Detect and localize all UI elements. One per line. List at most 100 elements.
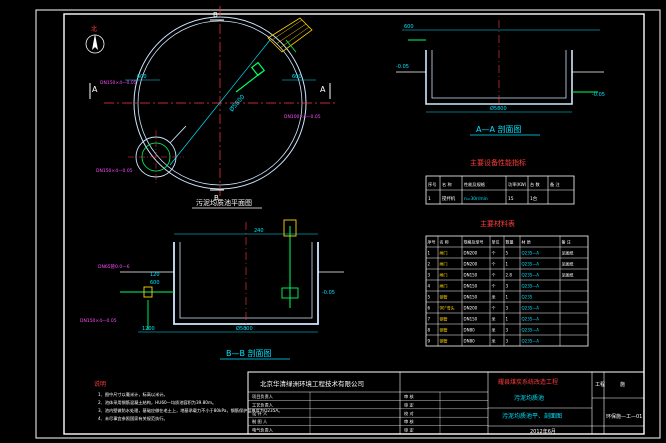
materials-row-cell: 1 <box>506 262 509 267</box>
materials-row-cell: Q235 <box>522 295 533 300</box>
signature-role-left: 工艺负责人 <box>252 401 274 408</box>
equipment-header-cell: 序号 <box>428 181 436 188</box>
section-a-left-label: A <box>92 85 98 94</box>
materials-row-cell: Q235—A <box>522 251 540 256</box>
equipment-header-cell: 名 称 <box>442 181 452 188</box>
signature-role-left: 制 图 人 <box>252 418 268 425</box>
materials-row-cell: 个 <box>492 273 496 278</box>
materials-row-cell: DN80 <box>464 328 476 333</box>
plan-pipe2-label: DN100×4—0.05 <box>284 114 321 120</box>
materials-row-cell: 3 <box>506 339 509 344</box>
materials-row-cell: 见图纸 <box>562 250 574 256</box>
equipment-header-cell: 性能及规格 <box>464 181 486 188</box>
stage-label: 工程 <box>595 381 605 388</box>
equipment-header-cell: 台 数 <box>530 181 541 188</box>
materials-row-cell: 5 <box>428 295 431 300</box>
title-block: 项目负责人审 核工艺负责人审 定设 计 人校 对制 图 人审 核电气负责人审 定… <box>247 371 645 435</box>
plan-dim-top-text: 600 <box>137 74 147 80</box>
materials-row-cell: 钢管 <box>440 294 448 300</box>
notes-block: 说明 1、图中尺寸以毫米计，标高以米计。 2、池体采用钢筋混凝土结构，HU60—… <box>94 380 282 422</box>
project-line-2: 污泥均质池 <box>514 394 544 402</box>
equipment-table-title: 主要设备性能指标 <box>470 158 526 167</box>
company-name: 北京华清绿洲环境工程技术有限公司 <box>260 379 364 388</box>
aa-top-dim-text: 600 <box>404 24 414 30</box>
materials-row-cell: 见图纸 <box>562 272 574 278</box>
materials-row-cell: 米 <box>492 327 496 333</box>
equipment-row-cell: 1 <box>428 196 431 202</box>
north-label: 北 <box>91 25 97 33</box>
notes-title: 说明 <box>94 380 106 388</box>
equipment-row-cell: n=30r/min <box>464 196 488 202</box>
materials-header-cell: 名 称 <box>440 239 449 245</box>
signature-role-right: 审 定 <box>404 401 414 408</box>
materials-table-title: 主要材料表 <box>480 219 515 228</box>
signature-role-left: 设 计 人 <box>252 410 268 417</box>
materials-row-cell: 90°弯头 <box>440 305 455 311</box>
materials-row-cell: 1 <box>506 317 509 322</box>
materials-header-cell: 规格及型号 <box>464 239 484 245</box>
aa-width-text: Ø5800 <box>490 105 507 112</box>
materials-row-cell: 6 <box>428 306 431 311</box>
section-b-bottom-label: B <box>214 194 219 202</box>
materials-header-cell: 数量 <box>506 239 514 245</box>
materials-row-cell: 1 <box>428 251 431 256</box>
materials-row-cell: 闸门 <box>440 261 448 267</box>
bb-dim-120: 120 <box>150 272 160 278</box>
materials-row-cell: DN150 <box>464 273 478 278</box>
plan-diameter-line <box>169 39 271 166</box>
materials-row-cell: DN200 <box>464 251 478 256</box>
note-line-3: 3、池内壁做防水处理，基础应做在老土上，地基承载力不小于80kPa，钢筋保护层厚… <box>98 407 282 414</box>
north-arrow-icon <box>85 34 105 54</box>
section-b-top-label: B <box>213 11 218 19</box>
materials-header-cell: 备 注 <box>562 239 571 245</box>
section-bb-view: 240 Ø5800 1200 120 600 DN65管0.0—6 DN150×… <box>80 219 344 360</box>
materials-row-cell: 3 <box>506 306 509 311</box>
materials-row-cell: 见图纸 <box>562 261 574 267</box>
materials-row-cell: 闸门 <box>440 272 448 278</box>
section-aa-view: 600 Ø5800 -0.05 -0.05 A—A 剖面图 <box>396 20 605 136</box>
materials-row-cell: 个 <box>492 284 496 289</box>
drawing-date: 2012年6月 <box>530 428 556 435</box>
materials-row-cell: 米 <box>492 338 496 344</box>
materials-row-cell: 钢管 <box>440 327 448 333</box>
materials-row-cell: Q235—A <box>522 328 540 333</box>
signature-role-right: 审 定 <box>404 427 414 434</box>
materials-row-cell: 2.8 <box>506 273 513 278</box>
aa-left-level: -0.05 <box>396 64 409 70</box>
project-line-1: 耀县煤炭系统改造工程 <box>498 378 558 386</box>
bb-mixer-blade <box>281 287 299 299</box>
materials-row-cell: 5 <box>506 251 509 256</box>
note-line-4: 4、未尽事宜参照国家有关规范执行。 <box>98 415 168 422</box>
equipment-header-cell: 功率(KW) <box>508 181 527 188</box>
materials-row-cell: Q235—A <box>522 339 540 344</box>
materials-header-cell: 材 质 <box>522 239 531 245</box>
plan-dim-right-text: 600 <box>292 74 302 80</box>
materials-row-cell: DN200 <box>464 306 478 311</box>
plan-pipe3-label: DN150×4—0.05 <box>96 168 133 174</box>
materials-row-cell: 1 <box>506 295 509 300</box>
materials-row-cell: 2 <box>428 262 431 267</box>
bb-title: B—B 剖面图 <box>226 348 272 358</box>
materials-row-cell: DN200 <box>464 262 478 267</box>
materials-row-cell: 7 <box>428 317 431 322</box>
bb-pipe-label: DN150×4—0.05 <box>80 318 117 324</box>
materials-row-cell: 3 <box>506 284 509 289</box>
drawing-number: 环保施—工—01 <box>606 413 642 420</box>
plan-mixer-head <box>250 61 266 77</box>
aa-title: A—A 剖面图 <box>476 124 522 134</box>
materials-row-cell: Q235—A <box>522 317 540 322</box>
bb-top-dim-text: 240 <box>254 228 264 234</box>
title-block-signature-rows: 项目负责人审 核工艺负责人审 定设 计 人校 对制 图 人审 核电气负责人审 定 <box>248 392 488 434</box>
materials-row-cell: Q235—A <box>522 284 540 289</box>
stage-value: 施 <box>620 381 625 388</box>
equipment-row-cell: 搅拌机 <box>442 195 456 202</box>
materials-row-cell: 3 <box>506 328 509 333</box>
drawing-name: 污泥均质池平、剖面图 <box>502 412 562 420</box>
bb-top-level: DN65管0.0—6 <box>98 263 130 270</box>
